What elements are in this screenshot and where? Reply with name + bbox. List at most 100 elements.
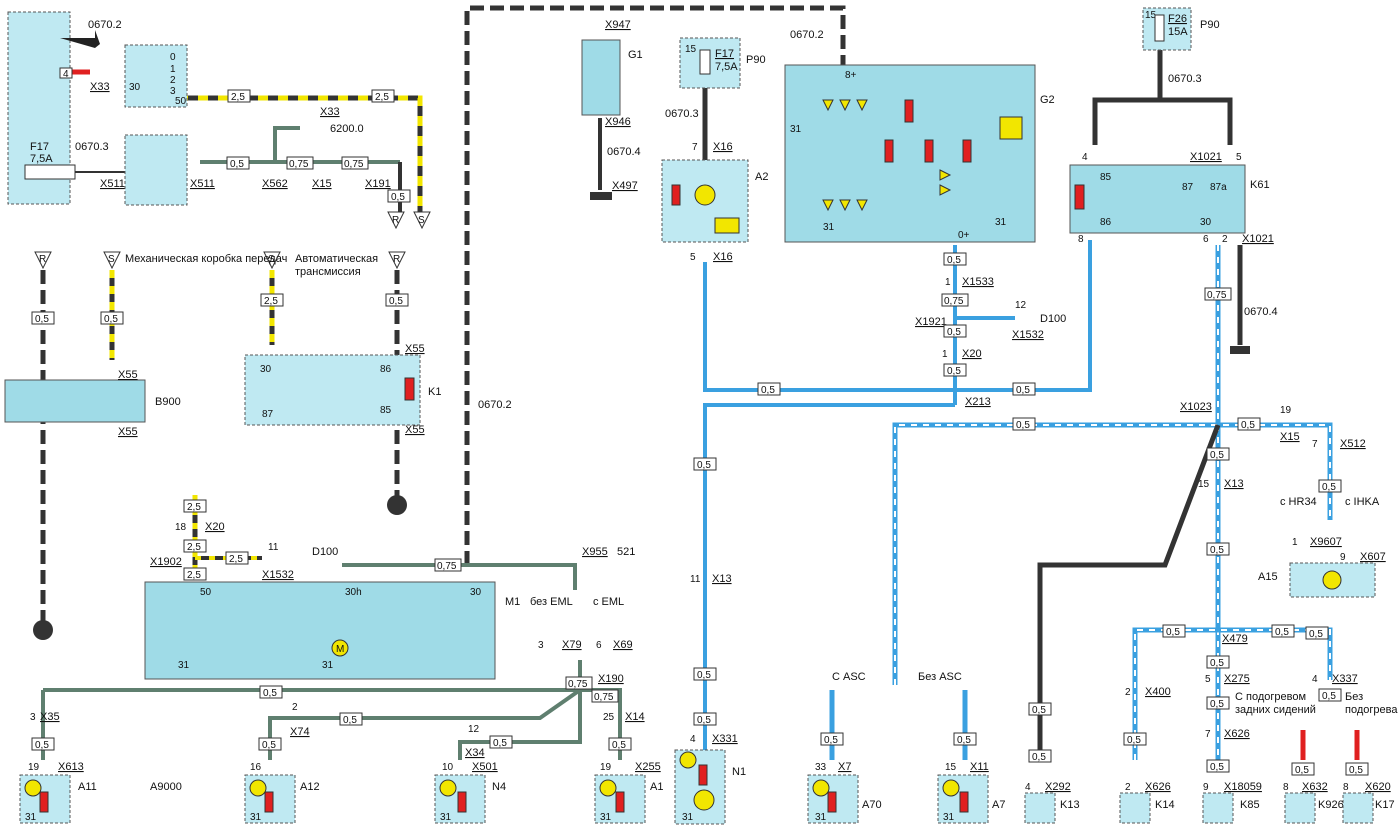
svg-text:X55: X55 bbox=[405, 424, 425, 436]
svg-text:2,5: 2,5 bbox=[229, 554, 243, 565]
svg-text:16: 16 bbox=[250, 762, 262, 773]
svg-text:0,5: 0,5 bbox=[35, 740, 49, 751]
svg-text:4: 4 bbox=[1082, 152, 1088, 163]
battery-icon bbox=[714, 217, 740, 234]
svg-text:X14: X14 bbox=[625, 711, 645, 723]
svg-text:X34: X34 bbox=[465, 747, 485, 759]
right-section: 15 F26 15A P90 0670.3 4 X1021 5 85 86 87… bbox=[807, 7, 1398, 824]
wire-k13 bbox=[1037, 424, 1221, 760]
component-k61: K61 bbox=[1250, 179, 1270, 191]
component-a2: A2 bbox=[755, 171, 768, 183]
svg-text:15: 15 bbox=[685, 44, 697, 55]
svg-text:0,75: 0,75 bbox=[344, 159, 364, 170]
svg-text:0,5: 0,5 bbox=[697, 670, 711, 681]
svg-text:X1533: X1533 bbox=[962, 276, 994, 288]
svg-text:31: 31 bbox=[790, 124, 802, 135]
svg-text:0,5: 0,5 bbox=[612, 740, 626, 751]
svg-text:30: 30 bbox=[1200, 217, 1212, 228]
arrow-icon bbox=[60, 30, 100, 48]
svg-text:X33: X33 bbox=[320, 106, 340, 118]
svg-text:0670.2: 0670.2 bbox=[478, 399, 512, 411]
fuse-f17-left bbox=[24, 164, 76, 180]
lamp-icon bbox=[812, 779, 830, 797]
svg-text:с IHKA: с IHKA bbox=[1345, 496, 1380, 508]
svg-text:X292: X292 bbox=[1045, 781, 1071, 793]
svg-text:0,5: 0,5 bbox=[263, 688, 277, 699]
svg-text:4: 4 bbox=[1025, 782, 1031, 793]
svg-text:подогрева: подогрева bbox=[1345, 704, 1398, 716]
svg-text:X1023: X1023 bbox=[1180, 401, 1212, 413]
k14-module bbox=[1119, 792, 1151, 824]
svg-text:X497: X497 bbox=[612, 180, 638, 192]
svg-text:10: 10 bbox=[442, 762, 454, 773]
svg-text:X13: X13 bbox=[1224, 478, 1244, 490]
pin-box bbox=[59, 67, 73, 79]
ground-symbol bbox=[387, 495, 407, 515]
svg-text:0,5: 0,5 bbox=[1309, 629, 1323, 640]
svg-text:X511: X511 bbox=[100, 178, 125, 190]
ref-0670-2: 0670.2 bbox=[88, 19, 122, 31]
svg-text:31: 31 bbox=[823, 222, 835, 233]
svg-text:0,5: 0,5 bbox=[1032, 752, 1046, 763]
connector-x33: X33 bbox=[90, 81, 110, 93]
svg-text:87a: 87a bbox=[1210, 182, 1227, 193]
svg-text:6200.0: 6200.0 bbox=[330, 123, 364, 135]
svg-text:X20: X20 bbox=[962, 348, 982, 360]
svg-text:0: 0 bbox=[170, 52, 176, 63]
svg-text:0,5: 0,5 bbox=[1210, 450, 1224, 461]
svg-text:31: 31 bbox=[440, 812, 452, 823]
svg-text:Автоматическая: Автоматическая bbox=[295, 253, 378, 265]
svg-text:0,5: 0,5 bbox=[947, 255, 961, 266]
svg-text:0670.3: 0670.3 bbox=[665, 108, 699, 120]
svg-text:0,5: 0,5 bbox=[1016, 385, 1030, 396]
svg-text:2: 2 bbox=[1222, 234, 1228, 245]
svg-text:15: 15 bbox=[945, 762, 957, 773]
svg-text:0,5: 0,5 bbox=[957, 735, 971, 746]
svg-text:31: 31 bbox=[815, 812, 827, 823]
svg-text:0,75: 0,75 bbox=[594, 692, 614, 703]
wire-n4 bbox=[458, 690, 582, 760]
svg-text:0,5: 0,5 bbox=[947, 327, 961, 338]
svg-text:0670.4: 0670.4 bbox=[607, 146, 641, 158]
svg-text:31: 31 bbox=[600, 812, 612, 823]
svg-text:0,5: 0,5 bbox=[1322, 691, 1336, 702]
svg-text:Без: Без bbox=[1345, 691, 1363, 703]
wire-blue-n1 bbox=[703, 403, 955, 760]
svg-text:8: 8 bbox=[1343, 782, 1349, 793]
svg-text:X13: X13 bbox=[712, 573, 732, 585]
svg-text:30: 30 bbox=[129, 82, 141, 93]
svg-text:4: 4 bbox=[63, 69, 69, 80]
svg-text:0,5: 0,5 bbox=[1275, 627, 1289, 638]
svg-text:R: R bbox=[393, 254, 400, 265]
svg-text:с HR34: с HR34 bbox=[1280, 496, 1317, 508]
svg-text:D100: D100 bbox=[312, 546, 338, 558]
svg-text:0670.4: 0670.4 bbox=[1244, 306, 1278, 318]
svg-text:F26: F26 bbox=[1168, 13, 1187, 25]
label-manual-gearbox: Механическая коробка передач bbox=[125, 253, 287, 265]
k13-module bbox=[1024, 792, 1056, 824]
striped-wires bbox=[829, 245, 1360, 760]
svg-text:A70: A70 bbox=[862, 799, 882, 811]
svg-text:X337: X337 bbox=[1332, 673, 1358, 685]
center-section: X947 G1 X946 0670.4 X497 15 F17 7,5A P90… bbox=[581, 19, 781, 825]
svg-text:0670.2: 0670.2 bbox=[790, 29, 824, 41]
svg-text:5: 5 bbox=[690, 252, 696, 263]
svg-text:9: 9 bbox=[1340, 552, 1346, 563]
svg-text:X512: X512 bbox=[1340, 438, 1366, 450]
svg-text:7: 7 bbox=[1205, 729, 1211, 740]
gearbox-section: R S S R Механическая коробка передач Авт… bbox=[4, 251, 441, 640]
svg-text:X947: X947 bbox=[605, 19, 631, 31]
svg-text:X190: X190 bbox=[598, 673, 624, 685]
svg-text:2: 2 bbox=[1125, 782, 1131, 793]
svg-text:P90: P90 bbox=[1200, 19, 1220, 31]
svg-text:31: 31 bbox=[943, 812, 955, 823]
wire-2-5-black bbox=[178, 95, 423, 212]
svg-text:0,5: 0,5 bbox=[35, 314, 49, 325]
svg-text:P90: P90 bbox=[746, 54, 766, 66]
svg-text:31: 31 bbox=[995, 217, 1007, 228]
svg-text:3: 3 bbox=[30, 712, 36, 723]
svg-text:2,5: 2,5 bbox=[187, 570, 201, 581]
svg-text:521: 521 bbox=[617, 546, 635, 558]
switch-box-bottom bbox=[124, 134, 188, 206]
svg-text:X1532: X1532 bbox=[262, 569, 294, 581]
